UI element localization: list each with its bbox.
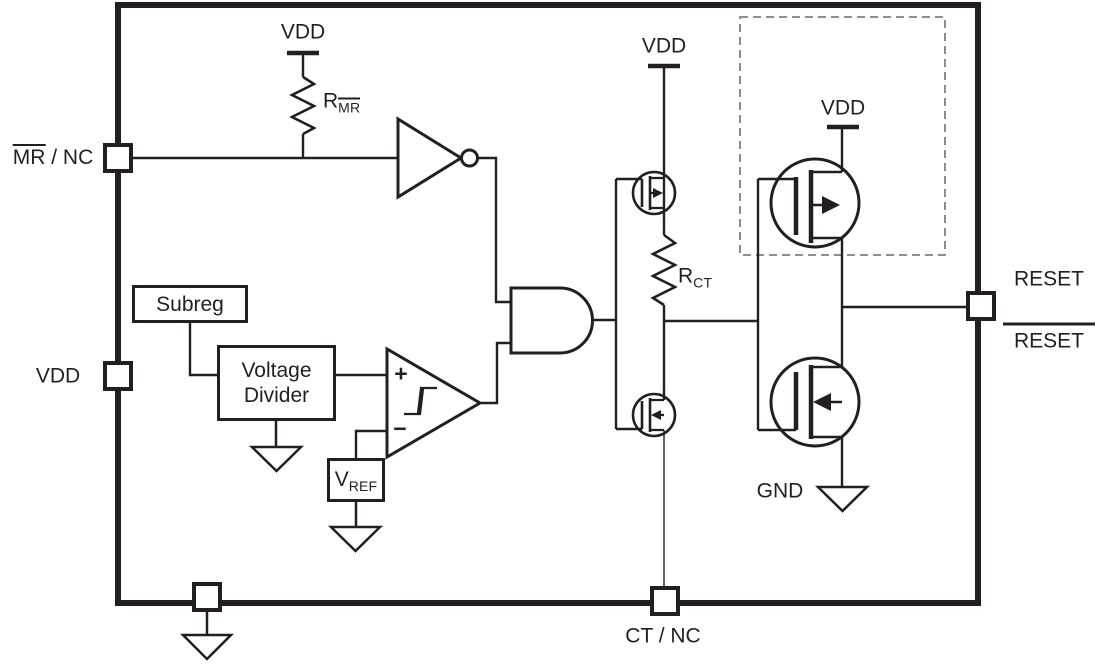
- vdd-pullup-label: VDD: [281, 22, 325, 43]
- gnd-text: GND: [756, 479, 804, 503]
- vref-label: VREF: [335, 467, 378, 494]
- comparator-minus-label: −: [393, 416, 406, 443]
- voltage-divider-block: Voltage Divider: [217, 345, 336, 421]
- pin-mr-nc: [103, 143, 133, 173]
- and-gate: [509, 286, 594, 355]
- subreg-label: Subreg: [156, 292, 224, 316]
- pmos-transistor-ct: [631, 170, 677, 216]
- resistor-rct: [650, 233, 678, 307]
- ct-nc-text: CT / NC: [625, 624, 701, 648]
- vdd-timer-label: VDD: [642, 36, 686, 57]
- pmos-ct-body: [631, 170, 677, 216]
- mr-plain-part: / NC: [45, 146, 94, 169]
- vdd-pin-text: VDD: [35, 364, 81, 388]
- subreg-block: Subreg: [132, 285, 248, 323]
- inverter-bubble-icon: [460, 148, 479, 168]
- hysteresis-icon: [404, 386, 437, 416]
- ct-nc-pin-label: CT / NC: [625, 626, 700, 647]
- pmos-output-stubs: [811, 170, 842, 240]
- wire-center-gate-bus: [614, 177, 642, 431]
- wire-vref-to-comparator: [354, 429, 387, 458]
- comparator-plus-label: +: [394, 361, 407, 388]
- ground-icon-output: [814, 485, 871, 513]
- pin-ct-nc: [650, 586, 680, 616]
- ground-icon-vref-triangle: [327, 525, 384, 553]
- pmos-ct-arrow-icon: [653, 188, 663, 198]
- voltage-divider-label: Voltage Divider: [241, 359, 312, 407]
- vref-block: VREF: [327, 458, 385, 502]
- wire-comparator-to-and: [481, 341, 511, 405]
- wire-inverter-to-and: [478, 156, 511, 304]
- vdd-timer-text: VDD: [641, 34, 687, 58]
- rct-sub: CT: [693, 274, 713, 291]
- mr-bar-part: MR: [12, 144, 46, 169]
- pin-reset: [966, 291, 996, 321]
- nmos-output-body: [769, 356, 861, 448]
- rct-resistor-label: RCT: [678, 264, 712, 290]
- comparator-triangle: [385, 346, 483, 460]
- nmos-output-stubs: [811, 365, 842, 439]
- optional-pullup-dashed-box: [739, 16, 946, 256]
- nmos-transistor-ct: [631, 392, 677, 438]
- plus-text: +: [394, 360, 408, 387]
- rmr-resistor-label: RMR: [323, 89, 361, 116]
- pin-gnd: [192, 582, 222, 612]
- pin-squares: [103, 143, 996, 616]
- nmos-ct-arrow-icon: [651, 410, 661, 420]
- rmr-sub: MR: [338, 97, 361, 116]
- ground-icons: [179, 421, 871, 661]
- comparator: [385, 346, 483, 460]
- vdd-rail-icons: [287, 50, 859, 130]
- pmos-transistor-output: [769, 157, 861, 249]
- nmos-ct-body: [631, 392, 677, 438]
- wire-output-gate-bus: [756, 177, 796, 432]
- pin-vdd: [103, 361, 133, 391]
- inverter-triangle: [396, 116, 464, 200]
- nmos-output-arrow-icon: [813, 393, 831, 411]
- ground-icon-pin-triangle: [179, 633, 235, 661]
- pmos-output-arrow-icon: [822, 196, 840, 214]
- pmos-output-body: [769, 157, 861, 249]
- vref-sub: REF: [348, 477, 378, 494]
- reset-high-label: RESET: [1014, 269, 1084, 290]
- vref-base: V: [334, 467, 349, 491]
- vdd-pin-label: VDD: [36, 366, 80, 387]
- rct-base: R: [678, 264, 694, 288]
- rmr-base: R: [323, 89, 339, 113]
- wire-subreg-to-divider: [188, 323, 217, 377]
- mr-nc-pin-label: MR / NC: [12, 144, 94, 169]
- vdd-pullup-text: VDD: [280, 20, 326, 44]
- vdd-output-label: VDD: [821, 98, 865, 119]
- reset-low-label: RESET: [1002, 322, 1096, 352]
- minus-text: −: [393, 415, 407, 442]
- inverter-gate: [396, 116, 479, 200]
- reset-low-text: RESET: [1002, 322, 1096, 352]
- resistor-rmr: [289, 75, 317, 136]
- ground-icon-divider-triangle: [248, 445, 305, 473]
- nmos-transistor-output: [769, 356, 861, 448]
- reset-high-text: RESET: [1013, 267, 1085, 291]
- vdd-output-text: VDD: [820, 96, 866, 120]
- gnd-label: GND: [757, 481, 804, 502]
